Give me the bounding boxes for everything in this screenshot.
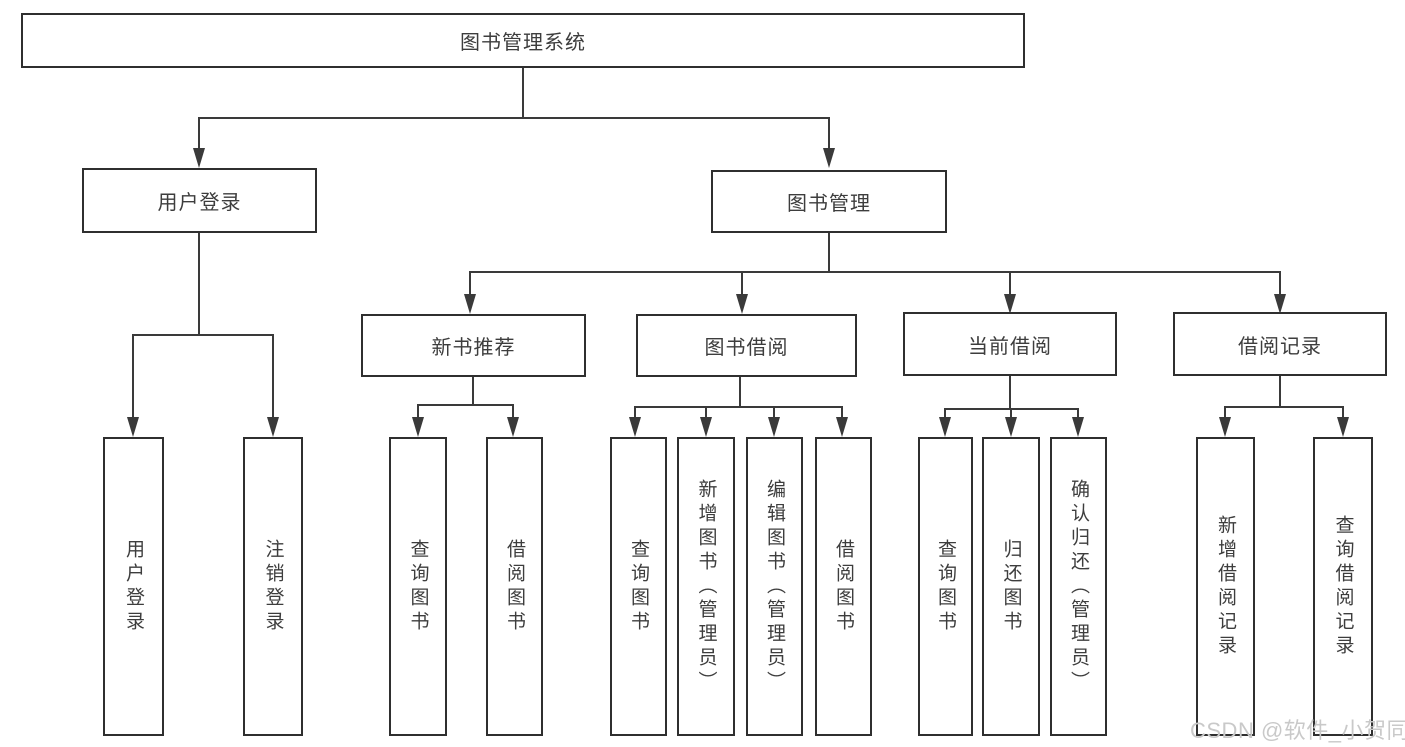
arrowhead-icon bbox=[1219, 417, 1231, 437]
leaf-confirm-return-admin: 确认归还（管理员） bbox=[1050, 437, 1107, 736]
arrowhead-icon bbox=[1005, 417, 1017, 437]
node-new-book-recommend-label: 新书推荐 bbox=[431, 337, 516, 359]
leaf-add-books-admin: 新增图书（管理员） bbox=[677, 437, 735, 736]
leaf-add-books-admin-label: 新增图书（管理员） bbox=[695, 478, 717, 695]
arrowhead-icon bbox=[768, 417, 780, 437]
connector-stem bbox=[1279, 376, 1281, 407]
connector-rail bbox=[1224, 406, 1344, 408]
node-new-book-recommend: 新书推荐 bbox=[361, 314, 586, 377]
node-book-management: 图书管理 bbox=[711, 170, 947, 233]
node-current-borrowing: 当前借阅 bbox=[903, 312, 1117, 376]
arrowhead-icon bbox=[836, 417, 848, 437]
arrowhead-icon bbox=[412, 417, 424, 437]
leaf-query-books-borrowing: 查询图书 bbox=[610, 437, 667, 736]
connector-arrow-stem bbox=[198, 117, 200, 149]
connector-stem bbox=[739, 377, 741, 407]
leaf-user-login: 用户登录 bbox=[103, 437, 164, 736]
leaf-confirm-return-admin-label: 确认归还（管理员） bbox=[1068, 478, 1089, 695]
arrowhead-icon bbox=[267, 417, 279, 437]
node-root: 图书管理系统 bbox=[21, 13, 1025, 68]
arrowhead-icon bbox=[823, 148, 835, 168]
leaf-add-borrow-record-label: 新增借阅记录 bbox=[1215, 514, 1236, 659]
connector-arrow-stem bbox=[469, 271, 471, 295]
arrowhead-icon bbox=[939, 417, 951, 437]
connector-arrow-stem bbox=[1279, 271, 1281, 295]
leaf-borrow-books-recommend: 借阅图书 bbox=[486, 437, 543, 736]
leaf-query-books-borrowing-label: 查询图书 bbox=[628, 538, 649, 635]
node-book-management-label: 图书管理 bbox=[787, 193, 871, 215]
arrowhead-icon bbox=[1337, 417, 1349, 437]
connector-arrow-stem bbox=[272, 334, 274, 418]
connector-book-mgmt-stem bbox=[828, 233, 830, 272]
connector-root-rail bbox=[198, 117, 830, 119]
leaf-return-books-label: 归还图书 bbox=[1000, 538, 1022, 635]
connector-arrow-stem bbox=[634, 406, 636, 418]
leaf-add-borrow-record: 新增借阅记录 bbox=[1196, 437, 1255, 736]
node-book-borrowing-label: 图书借阅 bbox=[704, 337, 789, 359]
leaf-query-books-current: 查询图书 bbox=[918, 437, 973, 736]
node-root-label: 图书管理系统 bbox=[460, 32, 586, 54]
arrowhead-icon bbox=[127, 417, 139, 437]
connector-arrow-stem bbox=[705, 406, 707, 418]
leaf-query-books-recommend-label: 查询图书 bbox=[407, 538, 429, 635]
leaf-user-login-label: 用户登录 bbox=[123, 538, 144, 635]
connector-user-login-rail bbox=[132, 334, 274, 336]
connector-arrow-stem bbox=[841, 406, 843, 418]
leaf-query-borrow-record: 查询借阅记录 bbox=[1313, 437, 1373, 736]
arrowhead-icon bbox=[736, 294, 748, 314]
connector-arrow-stem bbox=[1077, 408, 1079, 418]
connector-arrow-stem bbox=[132, 334, 134, 418]
node-user-login: 用户登录 bbox=[82, 168, 317, 233]
leaf-logout: 注销登录 bbox=[243, 437, 303, 736]
leaf-query-borrow-record-label: 查询借阅记录 bbox=[1332, 514, 1354, 659]
arrowhead-icon bbox=[1072, 417, 1084, 437]
connector-book-mgmt-rail bbox=[469, 271, 1281, 273]
connector-root-stem bbox=[522, 68, 524, 118]
arrowhead-icon bbox=[1274, 294, 1286, 314]
connector-arrow-stem bbox=[1010, 408, 1012, 418]
leaf-query-books-current-label: 查询图书 bbox=[935, 538, 956, 635]
connector-arrow-stem bbox=[944, 408, 946, 418]
connector-arrow-stem bbox=[1224, 406, 1226, 418]
leaf-borrow-books: 借阅图书 bbox=[815, 437, 872, 736]
leaf-edit-books-admin-label: 编辑图书（管理员） bbox=[764, 478, 785, 695]
connector-rail bbox=[634, 406, 843, 408]
connector-arrow-stem bbox=[1009, 271, 1011, 295]
connector-arrow-stem bbox=[512, 404, 514, 418]
csdn-watermark: CSDN @软件_小贺同学 bbox=[1190, 718, 1405, 743]
arrowhead-icon bbox=[700, 417, 712, 437]
arrowhead-icon bbox=[507, 417, 519, 437]
node-user-login-label: 用户登录 bbox=[157, 192, 242, 214]
arrowhead-icon bbox=[629, 417, 641, 437]
leaf-edit-books-admin: 编辑图书（管理员） bbox=[746, 437, 803, 736]
connector-arrow-stem bbox=[1342, 406, 1344, 418]
node-book-borrowing: 图书借阅 bbox=[636, 314, 857, 377]
leaf-query-books-recommend: 查询图书 bbox=[389, 437, 447, 736]
connector-rail bbox=[417, 404, 514, 406]
leaf-borrow-books-recommend-label: 借阅图书 bbox=[504, 538, 525, 635]
arrowhead-icon bbox=[464, 294, 476, 314]
connector-arrow-stem bbox=[741, 271, 743, 295]
arrowhead-icon bbox=[193, 148, 205, 168]
arrowhead-icon bbox=[1004, 294, 1016, 314]
connector-arrow-stem bbox=[773, 406, 775, 418]
connector-user-login-stem bbox=[198, 233, 200, 335]
node-current-borrowing-label: 当前借阅 bbox=[968, 335, 1052, 358]
leaf-return-books: 归还图书 bbox=[982, 437, 1040, 736]
connector-arrow-stem bbox=[828, 117, 830, 149]
connector-stem bbox=[472, 377, 474, 405]
node-borrowing-records: 借阅记录 bbox=[1173, 312, 1387, 376]
leaf-logout-label: 注销登录 bbox=[262, 538, 284, 635]
node-borrowing-records-label: 借阅记录 bbox=[1238, 335, 1322, 358]
connector-arrow-stem bbox=[417, 404, 419, 418]
connector-stem bbox=[1009, 376, 1011, 409]
leaf-borrow-books-label: 借阅图书 bbox=[833, 538, 854, 635]
